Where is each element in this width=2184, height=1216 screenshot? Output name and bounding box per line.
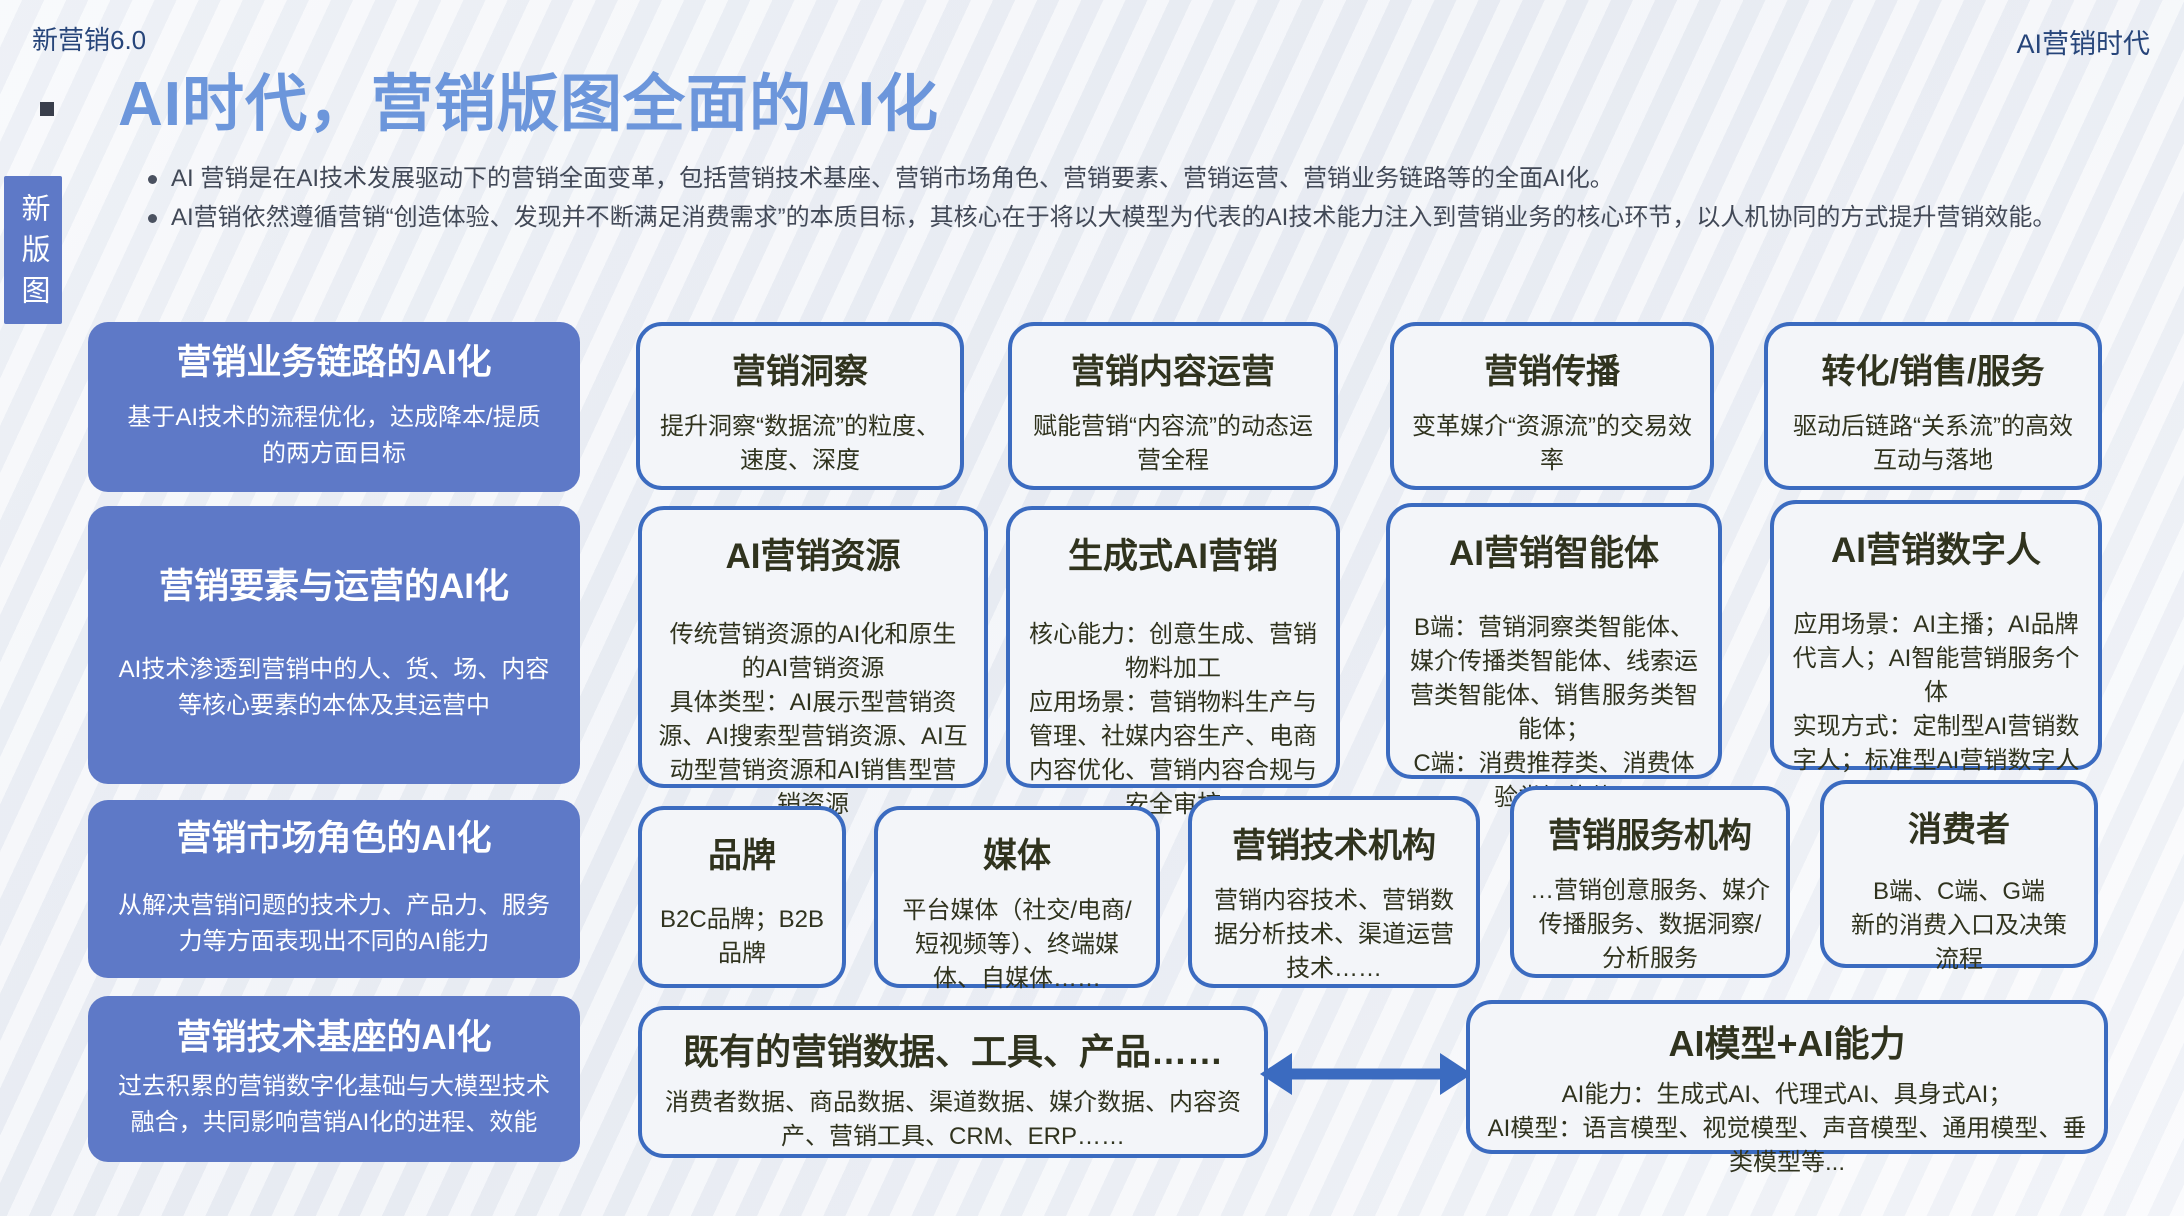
bullet-dot-icon [148,175,157,184]
panel-body: AI技术渗透到营销中的人、货、场、内容等核心要素的本体及其运营中 [118,656,550,719]
card-body: 驱动后链路“关系流”的高效互动与落地 [1793,412,2073,474]
card-consumers: 消费者 B端、C端、G端 新的消费入口及决策流程 [1820,780,2098,973]
panel-title: 营销市场角色的AI化 [176,819,492,859]
panel-title: 营销要素与运营的AI化 [158,567,509,607]
card-conversion-sales-service: 转化/销售/服务 驱动后链路“关系流”的高效互动与落地 [1764,322,2102,490]
card-ai-marketing-resources: AI营销资源 传统营销资源的AI化和原生的AI营销资源 具体类型：AI展示型营销… [638,506,988,818]
card-body: 变革媒介“资源流”的交易效率 [1412,412,1692,474]
page-title: AI时代，营销版图全面的AI化 [118,70,940,139]
card-marketing-communication: 营销传播 变革媒介“资源流”的交易效率 [1390,322,1714,490]
card-title: 生成式AI营销 [1067,537,1278,576]
card-body: 营销内容技术、营销数据分析技术、渠道运营技术…… [1214,886,1454,982]
card-marketing-service-orgs: 营销服务机构 …营销创意服务、媒介传播服务、数据洞察/分析服务 [1510,786,1790,978]
intro-bullets: AI 营销是在AI技术发展驱动下的营销全面变革，包括营销技术基座、营销市场角色、… [148,160,2133,238]
card-title: AI模型+AI能力 [1668,1023,1906,1064]
bullet-dot-icon [148,213,157,223]
double-arrow-icon [1260,1053,1472,1095]
intro-bullet-text: AI 营销是在AI技术发展驱动下的营销全面变革，包括营销技术基座、营销市场角色、… [171,165,1614,192]
intro-bullet: AI 营销是在AI技术发展驱动下的营销全面变革，包括营销技术基座、营销市场角色、… [148,160,2133,199]
card-title: 转化/销售/服务 [1821,353,2045,391]
card-generative-ai-marketing: 生成式AI营销 核心能力：创意生成、营销物料加工 应用场景：营销物料生产与管理、… [1006,506,1340,818]
card-media: 媒体 平台媒体（社交/电商/短视频等）、终端媒体、自媒体…… [874,806,1160,992]
card-body: 应用场景：AI主播；AI品牌代言人；AI智能营销服务个体 实现方式：定制型AI营… [1792,611,2080,775]
panel-title: 营销业务链路的AI化 [176,343,492,383]
card-body: 平台媒体（社交/电商/短视频等）、终端媒体、自媒体…… [902,896,1132,992]
card-title: 媒体 [983,837,1051,875]
panel-body: 从解决营销问题的技术力、产品力、服务力等方面表现出不同的AI能力 [118,892,550,955]
card-brand: 品牌 B2C品牌；B2B品牌 [638,806,846,988]
panel-elements-operations: 营销要素与运营的AI化 AI技术渗透到营销中的人、货、场、内容等核心要素的本体及… [88,506,580,784]
panel-body: 过去积累的营销数字化基础与大模型技术融合，共同影响营销AI化的进程、效能 [118,1073,550,1136]
card-title: AI营销资源 [725,537,901,576]
card-existing-data-tools: 既有的营销数据、工具、产品…… 消费者数据、商品数据、渠道数据、媒介数据、内容资… [638,1006,1268,1158]
card-title: 既有的营销数据、工具、产品…… [682,1031,1223,1072]
intro-bullet-text: AI营销依然遵循营销“创造体验、发现并不断满足消费需求”的本质目标，其核心在于将… [171,203,2057,231]
card-body: B端：营销洞察类智能体、媒介传播类智能体、线索运营类智能体、销售服务类智能体； … [1410,614,1698,812]
card-body: 传统营销资源的AI化和原生的AI营销资源 具体类型：AI展示型营销资源、AI搜索… [658,621,968,819]
card-title: 营销内容运营 [1071,353,1275,391]
panel-market-roles: 营销市场角色的AI化 从解决营销问题的技术力、产品力、服务力等方面表现出不同的A… [88,800,580,978]
card-title: 营销服务机构 [1548,817,1752,855]
card-title: 品牌 [708,837,776,875]
card-title: AI营销智能体 [1448,534,1659,573]
card-body: 赋能营销“内容流”的动态运营全程 [1033,412,1313,474]
card-body: 提升洞察“数据流”的粒度、速度、深度 [660,412,940,474]
card-title: 营销技术机构 [1232,827,1436,865]
panel-business-chain: 营销业务链路的AI化 基于AI技术的流程优化，达成降本/提质的两方面目标 [88,322,580,492]
side-tab-new-map: 新版图 [4,176,62,324]
card-title: 营销洞察 [732,353,868,391]
card-title: 消费者 [1908,811,2010,849]
panel-tech-foundation: 营销技术基座的AI化 过去积累的营销数字化基础与大模型技术融合，共同影响营销AI… [88,996,580,1162]
card-marketing-insight: 营销洞察 提升洞察“数据流”的粒度、速度、深度 [636,322,964,490]
card-ai-models-capabilities: AI模型+AI能力 AI能力：生成式AI、代理式AI、具身式AI； AI模型：语… [1466,1000,2108,1176]
card-body: …营销创意服务、媒介传播服务、数据洞察/分析服务 [1530,876,1770,972]
intro-bullet: AI营销依然遵循营销“创造体验、发现并不断满足消费需求”的本质目标，其核心在于将… [148,199,2133,238]
card-martech-orgs: 营销技术机构 营销内容技术、营销数据分析技术、渠道运营技术…… [1188,796,1480,988]
card-body: B端、C端、G端 新的消费入口及决策流程 [1851,877,2067,973]
card-body: 消费者数据、商品数据、渠道数据、媒介数据、内容资产、营销工具、CRM、ERP…… [665,1089,1241,1151]
title-bullet-square [40,102,54,116]
card-content-operation: 营销内容运营 赋能营销“内容流”的动态运营全程 [1008,322,1338,490]
card-body: 核心能力：创意生成、营销物料加工 应用场景：营销物料生产与管理、社媒内容生产、电… [1029,621,1317,819]
panel-body: 基于AI技术的流程优化，达成降本/提质的两方面目标 [127,404,541,467]
card-title: AI营销数字人 [1830,531,2041,570]
deck-label: 新营销6.0 [32,25,147,55]
card-body: B2C品牌；B2B品牌 [659,905,825,967]
card-title: 营销传播 [1484,353,1620,391]
card-body: AI能力：生成式AI、代理式AI、具身式AI； AI模型：语言模型、视觉模型、声… [1487,1081,2087,1177]
card-ai-digital-human: AI营销数字人 应用场景：AI主播；AI品牌代言人；AI智能营销服务个体 实现方… [1770,500,2102,774]
card-ai-marketing-agents: AI营销智能体 B端：营销洞察类智能体、媒介传播类智能体、线索运营类智能体、销售… [1386,503,1722,811]
section-label: AI营销时代 [2016,29,2150,59]
panel-title: 营销技术基座的AI化 [176,1018,492,1058]
